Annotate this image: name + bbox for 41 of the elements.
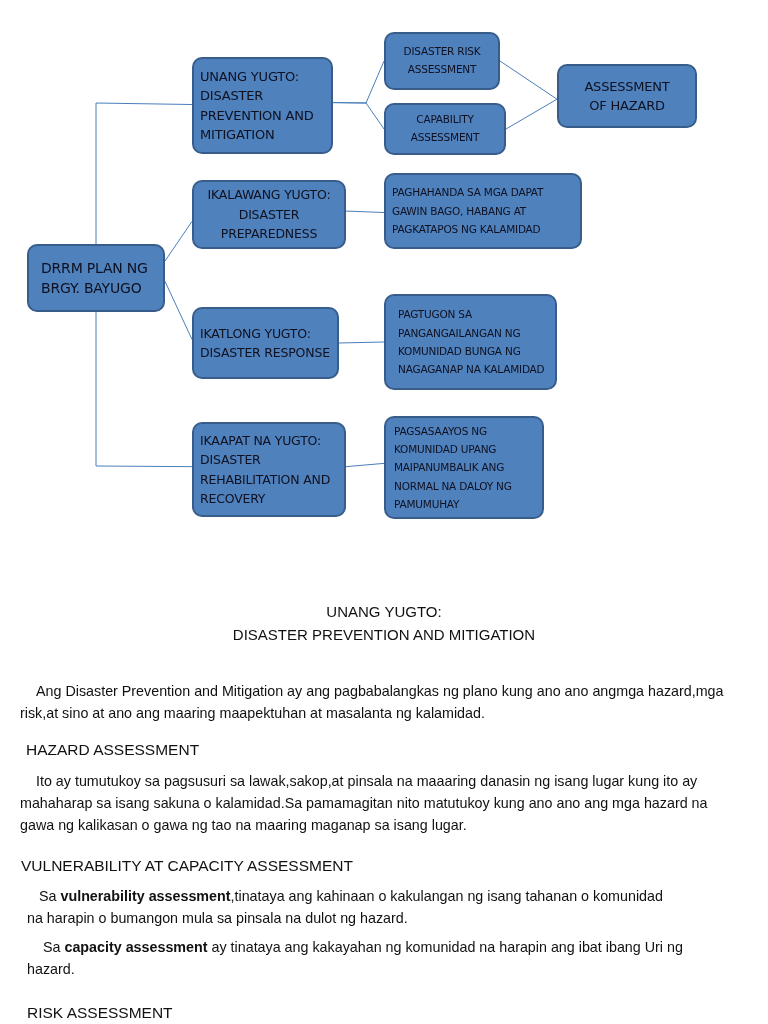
process-box: [192, 307, 339, 379]
connector-line: [95, 311, 193, 468]
section-heading: VULNERABILITY AT CAPACITY ASSESSMENT: [21, 856, 354, 876]
box-label: PAGTUGON SA PANGANGAILANGAN NG KOMUNIDAD BUNGA NG NAGAGANAP NA KALAMIDAD: [398, 307, 546, 378]
paragraph-text: Ang Disaster Prevention and Mitigation ay ang pagbabalangkas ng plano kung ano ano angmga hazard,mga risk,at sino at ano ang maaring maapektuhan at masalanta ng kalamidad.: [20, 682, 725, 723]
box-label: PAGSASAAYOS NG KOMUNIDAD UPANG MAIPANUMBALIK ANG NORMAL NA DALOY NG PAMUMUHAY: [394, 423, 513, 513]
section-heading: UNANG YUGTO:: [325, 602, 443, 622]
box-label: CAPABILITY ASSESSMENT: [409, 112, 481, 145]
box-label: DRRM PLAN NG BRGY. BAYUGO: [41, 258, 149, 298]
section-heading: DISASTER PREVENTION AND MITIGATION: [231, 625, 537, 645]
connector-line: [164, 220, 193, 262]
connector-line: [95, 102, 193, 245]
process-box: [192, 422, 346, 517]
box-label: PAGHAHANDA SA MGA DAPAT GAWIN BAGO, HABANG AT PAGKATAPOS NG KALAMIDAD: [392, 185, 545, 238]
process-box: [192, 180, 346, 249]
box-label: IKAAPAT NA YUGTO: DISASTER REHABILITATION AND RECOVERY: [200, 431, 332, 508]
process-box: [384, 294, 557, 390]
connector-line: [499, 60, 558, 100]
process-box: [384, 173, 582, 249]
connector-line: [345, 462, 385, 468]
paragraph-text: Sa capacity assessment ay tinataya ang kakayahan ng komunidad na harapin ang ibat ibang Uri ng hazard.: [27, 938, 684, 979]
process-box: [192, 57, 333, 154]
box-label: ASSESSMENT OF HAZARD: [583, 77, 671, 115]
process-box: [557, 64, 697, 128]
process-box: [384, 32, 500, 90]
process-box: [384, 416, 544, 519]
process-box: [384, 103, 506, 155]
paragraph-text: Ito ay tumutukoy sa pagsusuri sa lawak,sakop,at pinsala na maaaring danasin ng isang lugar kung ito ay mahaharap sa isang sakuna o kalamidad.Sa pamamagitan nito matutukoy kung ano ano ang mga hazard na gawa ng kalikasan o gawa ng tao na maaring maganap sa isang lugar.: [20, 772, 709, 835]
box-label: IKATLONG YUGTO: DISASTER RESPONSE: [200, 324, 331, 362]
box-label: DISASTER RISK ASSESSMENT: [402, 44, 482, 77]
process-box: [27, 244, 165, 312]
box-label: UNANG YUGTO: DISASTER PREVENTION AND MITIGATION: [200, 67, 315, 144]
connector-line: [345, 210, 385, 213]
connector-line: [332, 102, 385, 130]
connector-line: [505, 98, 558, 130]
connector-line: [338, 341, 385, 344]
box-label: IKALAWANG YUGTO: DISASTER PREPAREDNESS: [206, 186, 332, 244]
section-heading: HAZARD ASSESSMENT: [26, 740, 201, 760]
connector-line: [164, 280, 193, 340]
section-heading: RISK ASSESSMENT: [27, 1003, 174, 1023]
paragraph-text: Sa vulnerability assessment,tinataya ang kahinaan o kakulangan ng isang tahanan o komunidad na harapin o bumangon mula sa pinsala na dulot ng hazard.: [27, 887, 664, 928]
